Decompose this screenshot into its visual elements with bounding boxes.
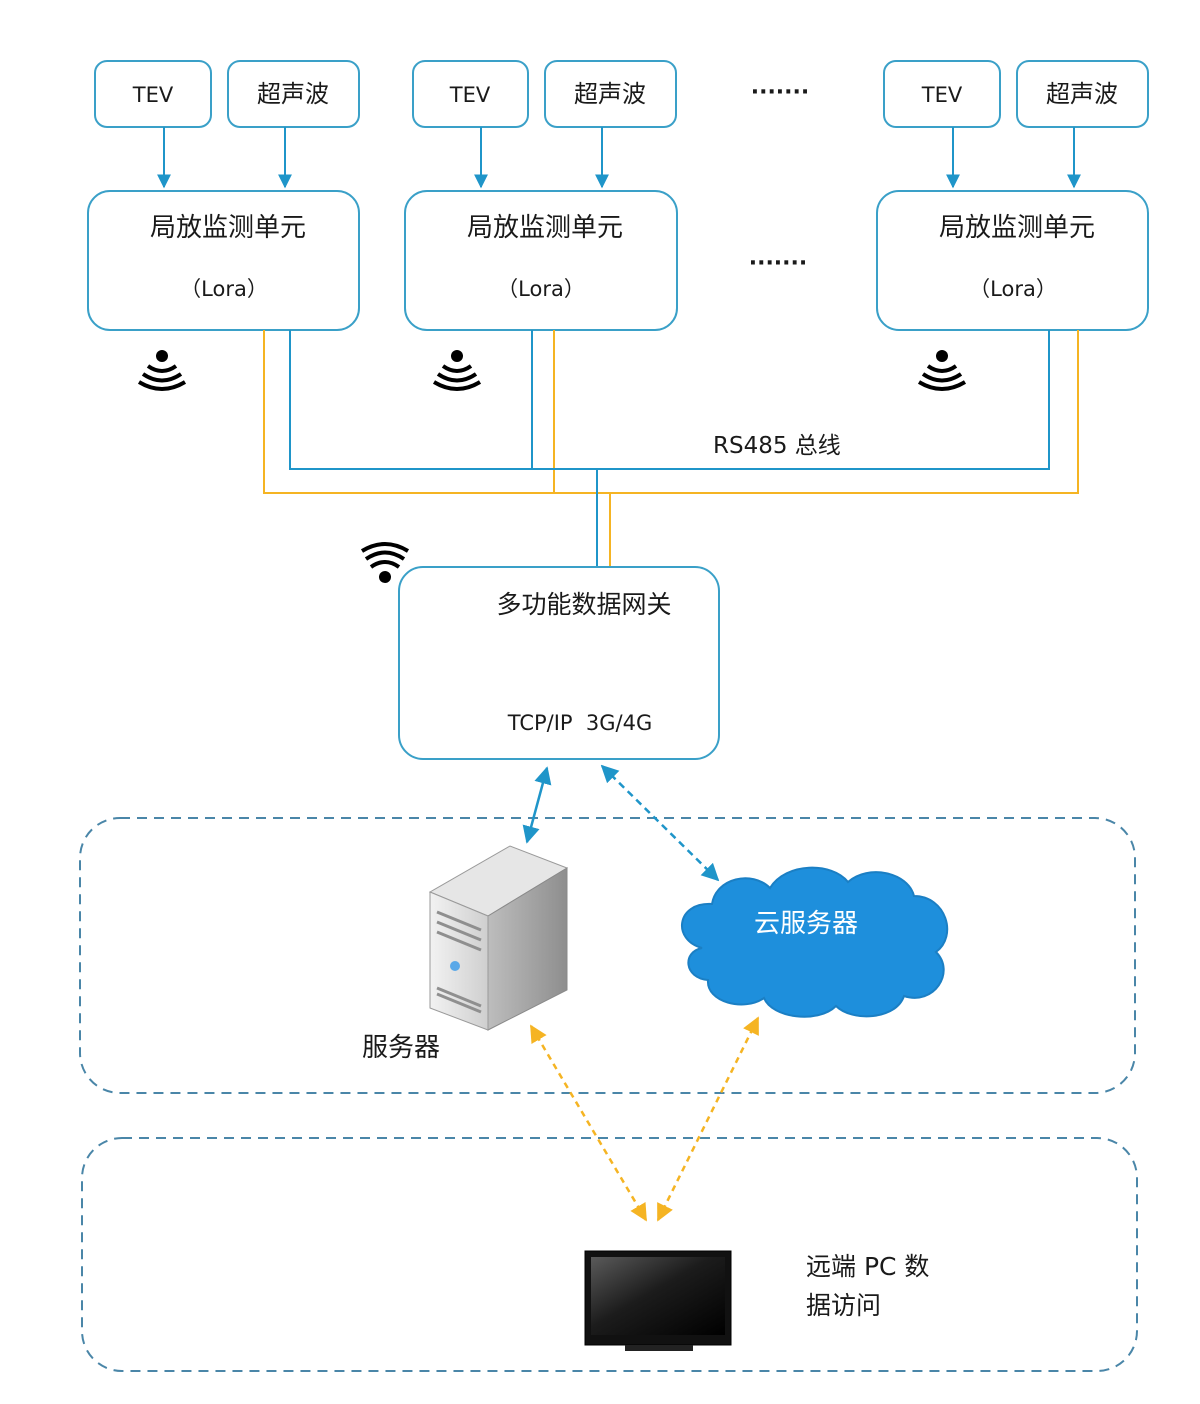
sensor-group-3: TEV 超声波 局放监测单元 （Lora） [876, 60, 1149, 391]
server-zone-region [79, 817, 1136, 1094]
tev-sensor-label: TEV [921, 83, 963, 107]
ultrasonic-sensor-box[interactable] [227, 60, 360, 128]
wireless-signal-icon [432, 348, 482, 391]
sensor-group-1: TEV 超声波 局放监测单元 （Lora） [87, 60, 360, 391]
gateway-server-link-arrow [522, 766, 552, 844]
server-tower-icon[interactable] [428, 845, 569, 1031]
monitoring-unit-box[interactable] [876, 190, 1149, 331]
monitoring-unit-protocol: （Lora） [180, 277, 268, 301]
tev-sensor-box[interactable] [412, 60, 529, 128]
tev-sensor-box[interactable] [883, 60, 1001, 128]
monitoring-unit-title: 局放监测单元 [939, 213, 1095, 243]
monitoring-unit-title: 局放监测单元 [150, 213, 306, 243]
monitor-icon[interactable] [584, 1250, 732, 1351]
monitoring-unit-title: 局放监测单元 [467, 213, 623, 243]
wireless-signal-icon [917, 348, 967, 391]
ellipsis-middle: ······· [749, 251, 808, 276]
ultrasonic-sensor-label: 超声波 [1046, 80, 1118, 108]
monitoring-unit-protocol: （Lora） [497, 277, 585, 301]
monitoring-unit-box[interactable] [87, 190, 360, 331]
tev-sensor-label: TEV [132, 83, 174, 107]
monitoring-unit-box[interactable] [404, 190, 678, 331]
gateway-cloud-link-arrow [600, 764, 720, 882]
tev-sensor-label: TEV [449, 83, 491, 107]
sensor-group-2: TEV 超声波 局放监测单元 （Lora） [404, 60, 678, 391]
monitoring-unit-protocol: （Lora） [969, 277, 1057, 301]
gateway-protocols: TCP/IP 3G/4G [507, 711, 653, 735]
rs485-bus-label: RS485 总线 [713, 433, 841, 459]
ultrasonic-sensor-label: 超声波 [257, 80, 329, 108]
gateway-title: 多功能数据网关 [496, 590, 671, 619]
remote-pc-label-line2: 据访问 [806, 1291, 881, 1320]
ellipsis-top: ······· [751, 80, 810, 105]
server-label: 服务器 [362, 1033, 440, 1063]
server-pc-link-arrow [529, 1024, 648, 1222]
ultrasonic-sensor-box[interactable] [544, 60, 677, 128]
cloud-icon[interactable] [680, 866, 949, 1018]
bus-line-blue [289, 330, 1050, 470]
wireless-signal-icon [137, 348, 187, 391]
rs485-bus [263, 330, 1079, 567]
remote-pc-label-line1: 远端 PC 数 [806, 1252, 929, 1281]
wireless-signal-icon [360, 542, 410, 585]
gateway-box[interactable] [398, 566, 720, 760]
tev-sensor-box[interactable] [94, 60, 212, 128]
ultrasonic-sensor-label: 超声波 [574, 80, 646, 108]
cloud-server-label: 云服务器 [754, 909, 858, 939]
ultrasonic-sensor-box[interactable] [1016, 60, 1149, 128]
client-zone-region [81, 1137, 1138, 1372]
cloud-pc-link-arrow [656, 1016, 760, 1222]
bus-line-yellow [263, 330, 1079, 494]
